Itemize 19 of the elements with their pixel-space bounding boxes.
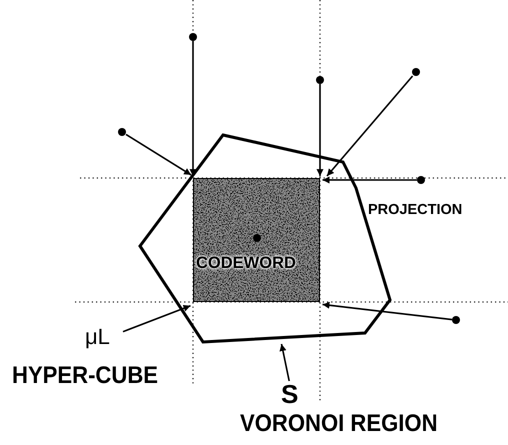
arrow — [322, 176, 417, 184]
point-dot — [118, 128, 126, 136]
point-dot — [316, 76, 324, 84]
arrow — [122, 304, 191, 332]
arrow — [280, 344, 290, 382]
arrow — [316, 84, 324, 176]
projection-label: PROJECTION — [368, 203, 462, 218]
arrow — [126, 134, 192, 176]
point-dot — [189, 33, 197, 41]
point-dot — [412, 68, 420, 76]
caption-label: VORONOI REGION — [240, 412, 438, 436]
arrow — [326, 75, 414, 177]
point-dot — [417, 176, 425, 184]
point-dot — [452, 316, 460, 324]
region-label: S — [281, 381, 298, 407]
arrow — [322, 302, 452, 320]
caption-label: HYPER-CUBE — [12, 364, 158, 388]
arrow — [190, 41, 196, 176]
dimension-label: μL — [85, 326, 110, 348]
